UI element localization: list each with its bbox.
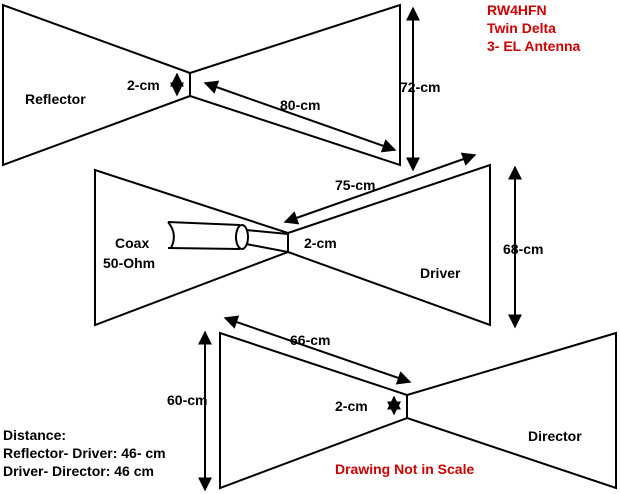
coax-label: Coax	[115, 235, 149, 251]
driver-side-label: 75-cm	[335, 177, 375, 193]
reflector-gap-label: 2-cm	[127, 77, 160, 93]
distance-driver-director: Driver- Director: 46 cm	[3, 463, 154, 479]
director-gap-label: 2-cm	[335, 398, 368, 414]
distance-reflector-driver: Reflector- Driver: 46- cm	[3, 445, 166, 461]
driver-label: Driver	[420, 265, 461, 281]
diagram-header: RW4HFN Twin Delta 3- EL Antenna	[487, 2, 581, 54]
coax-cable	[167, 221, 289, 253]
director-height-label: 60-cm	[167, 392, 207, 408]
scale-note: Drawing Not in Scale	[335, 461, 474, 477]
director-element: 66-cm 2-cm 60-cm Director	[167, 315, 617, 492]
reflector-side-label: 80-cm	[280, 97, 320, 113]
distance-block: Distance: Reflector- Driver: 46- cm Driv…	[3, 427, 166, 479]
director-label: Director	[528, 428, 582, 444]
reflector-left-triangle	[2, 3, 191, 167]
director-side-arrow	[223, 315, 412, 385]
design-label: Twin Delta	[487, 20, 556, 36]
distance-title: Distance:	[3, 427, 66, 443]
impedance-label: 50-Ohm	[103, 255, 155, 271]
callsign-label: RW4HFN	[487, 2, 547, 18]
director-right-triangle	[406, 331, 617, 490]
reflector-element: Reflector 2-cm 80-cm 72-cm	[2, 3, 440, 172]
reflector-height-label: 72-cm	[400, 79, 440, 95]
director-side-label: 66-cm	[290, 332, 330, 348]
reflector-side-arrow	[203, 80, 397, 153]
driver-gap-label: 2-cm	[304, 235, 337, 251]
driver-side-arrow	[283, 152, 477, 225]
driver-height-label: 68-cm	[503, 241, 543, 257]
driver-element: 2-cm 75-cm 68-cm Driver Coax 50-Ohm	[94, 152, 543, 329]
reflector-label: Reflector	[25, 91, 86, 107]
type-label: 3- EL Antenna	[487, 38, 581, 54]
